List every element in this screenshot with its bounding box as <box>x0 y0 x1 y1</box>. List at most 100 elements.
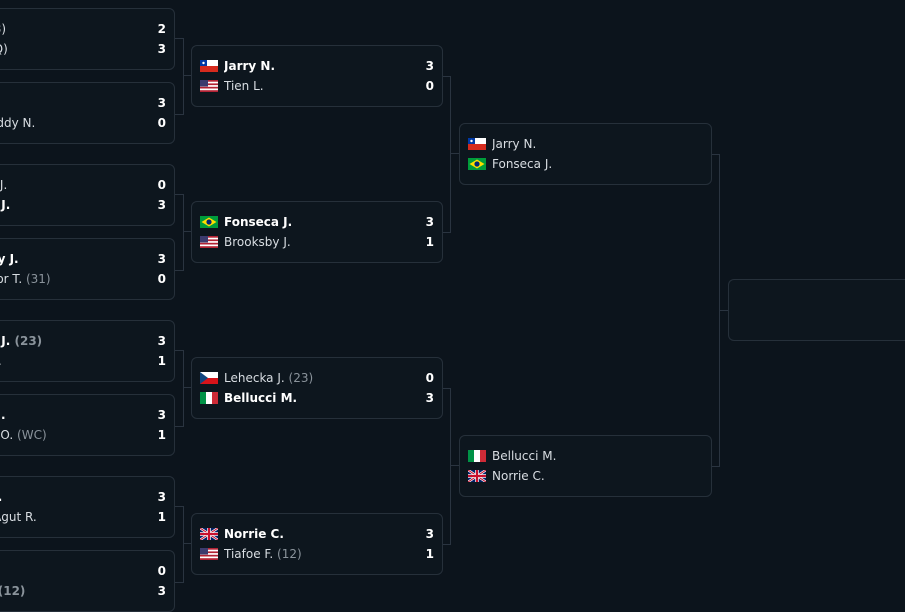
bracket-connector <box>450 153 459 154</box>
player-name: Jarry N. <box>492 137 537 151</box>
player-name: a J. (23) <box>0 331 154 351</box>
player-score: 3 <box>425 59 434 73</box>
player-name-text: a J. <box>0 334 11 348</box>
player-score: 3 <box>157 490 166 504</box>
player-score: 0 <box>425 79 434 93</box>
player-score: 0 <box>157 178 166 192</box>
player-name: C. <box>0 487 154 507</box>
bracket-connector <box>175 506 184 583</box>
player-name: d O. (WC) <box>0 425 154 445</box>
player-seed: (23) <box>288 371 314 385</box>
player-name: Norrie C. <box>492 469 545 483</box>
player-name: Brooksby J. <box>224 235 291 249</box>
player-score: 0 <box>157 272 166 286</box>
bracket-connector <box>450 465 459 466</box>
player-name: Lehecka J. (23) <box>224 368 422 388</box>
player-name: (Q) <box>0 42 8 56</box>
player-name: H. <box>0 351 154 371</box>
player-score: 3 <box>157 42 166 56</box>
player-name: a J. <box>0 198 11 212</box>
player-name: M. <box>0 408 6 422</box>
player-name: oor T. (31) <box>0 269 154 289</box>
player-seed: (12) <box>277 547 302 561</box>
player-score: 0 <box>157 564 166 578</box>
player-name: Tiafoe F. (12) <box>224 544 422 564</box>
usa-flag-icon <box>200 236 218 248</box>
player-score: 3 <box>157 252 166 266</box>
player-name: . (12) <box>0 581 154 601</box>
player-score: 3 <box>157 584 166 598</box>
bracket-connector <box>175 350 184 427</box>
uk-flag-icon <box>468 470 486 482</box>
match-card[interactable]: Jarry N. Fonseca J. <box>459 123 712 185</box>
italy-flag-icon <box>468 450 486 462</box>
match-card[interactable]: (8) 2 (Q) 3 <box>0 8 175 70</box>
player-name-text: Lehecka J. <box>224 371 285 385</box>
player-score: 1 <box>425 235 434 249</box>
uk-flag-icon <box>200 528 218 540</box>
match-card[interactable]: y J. 0 a J. 3 <box>0 164 175 226</box>
player-name: Bellucci M. <box>492 449 557 463</box>
final-match-card[interactable] <box>728 279 905 341</box>
player-name-text: Tiafoe F. <box>224 547 274 561</box>
match-card[interactable]: M.3 d O. (WC)1 <box>0 394 175 456</box>
player-name: Bellucci M. <box>224 391 298 405</box>
player-name: by J. <box>0 252 19 266</box>
chile-flag-icon <box>200 60 218 72</box>
match-card[interactable]: Bellucci M. Norrie C. <box>459 435 712 497</box>
player-score: 1 <box>157 510 166 524</box>
brazil-flag-icon <box>468 158 486 170</box>
player-score: 3 <box>157 96 166 110</box>
bracket-connector <box>443 76 451 233</box>
chile-flag-icon <box>468 138 486 150</box>
player-name: Fonseca J. <box>492 157 553 171</box>
match-card[interactable]: Norrie C. 3 Tiafoe F. (12) 1 <box>191 513 443 575</box>
match-card[interactable]: a J. (23)3 H.1 <box>0 320 175 382</box>
player-score: 3 <box>425 391 434 405</box>
italy-flag-icon <box>200 392 218 404</box>
match-card[interactable]: 3 eddy N. 0 <box>0 82 175 144</box>
player-score: 0 <box>425 371 434 385</box>
player-name: eddy N. <box>0 116 36 130</box>
player-score: 1 <box>425 547 434 561</box>
bracket-connector <box>183 231 191 232</box>
player-score: 2 <box>157 22 166 36</box>
player-name: y J. <box>0 178 8 192</box>
match-card[interactable]: Lehecka J. (23) 0 Bellucci M. 3 <box>191 357 443 419</box>
bracket-connector <box>719 310 728 311</box>
match-card[interactable]: Jarry N. 3 Tien L. 0 <box>191 45 443 107</box>
usa-flag-icon <box>200 80 218 92</box>
player-seed: (23) <box>14 334 43 348</box>
player-seed: (12) <box>0 584 26 598</box>
player-name: . <box>0 561 154 581</box>
usa-flag-icon <box>200 548 218 560</box>
player-score: 3 <box>425 527 434 541</box>
player-score: 3 <box>425 215 434 229</box>
match-card[interactable]: Fonseca J. 3 Brooksby J. 1 <box>191 201 443 263</box>
bracket-connector <box>183 75 191 76</box>
player-score: 3 <box>157 408 166 422</box>
player-score: 1 <box>157 428 166 442</box>
bracket-connector <box>183 543 191 544</box>
bracket-connector <box>443 388 451 545</box>
player-seed: (31) <box>25 272 51 286</box>
match-card[interactable]: by J.3 oor T. (31)0 <box>0 238 175 300</box>
bracket-connector <box>183 387 191 388</box>
player-score: 3 <box>157 198 166 212</box>
player-name: -Agut R. <box>0 510 37 524</box>
player-name: Jarry N. <box>224 59 275 73</box>
player-name: (8) <box>0 22 6 36</box>
match-card[interactable]: C.3 -Agut R. 1 <box>0 476 175 538</box>
player-name: Norrie C. <box>224 527 284 541</box>
player-name-text: oor T. <box>0 272 23 286</box>
player-score: 3 <box>157 334 166 348</box>
player-name-text: d O. <box>0 428 14 442</box>
bracket-connector <box>175 194 184 271</box>
player-score: 1 <box>157 354 166 368</box>
czech-flag-icon <box>200 372 218 384</box>
bracket-connector <box>175 38 184 115</box>
player-score: 0 <box>157 116 166 130</box>
match-card[interactable]: .0 . (12)3 <box>0 550 175 612</box>
player-name: Fonseca J. <box>224 215 293 229</box>
player-seed: (WC) <box>17 428 47 442</box>
